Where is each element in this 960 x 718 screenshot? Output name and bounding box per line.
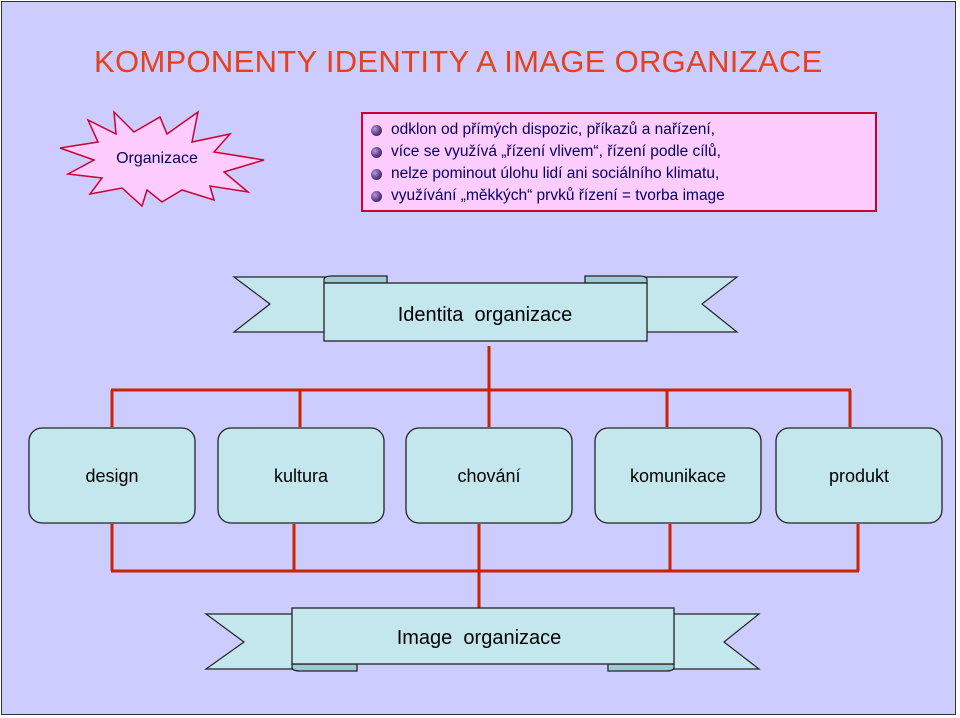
bullet-dot-icon <box>371 124 382 136</box>
bullet-dot-icon <box>371 190 382 202</box>
identity-banner-label: Identita organizace <box>398 304 573 326</box>
component-boxes: design kultura chování komunikace produk… <box>28 427 943 524</box>
identity-banner-center <box>323 282 648 342</box>
bullet-text: více se využívá „řízení vlivem“, řízení … <box>391 143 721 160</box>
component-box-chovani <box>405 427 573 524</box>
component-box-kultura <box>217 427 385 524</box>
identity-banner: Identita organizace <box>232 275 739 342</box>
bullet-text: využívání „měkkých“ prvků řízení = tvorb… <box>391 187 725 204</box>
bullet-box: odklon od přímých dispozic, příkazů a na… <box>361 112 877 212</box>
bullet-item: nelze pominout úlohu lidí ani sociálního… <box>371 163 875 185</box>
component-label-chovani: chování <box>457 466 520 486</box>
image-banner-left-fold <box>291 663 358 672</box>
component-box-produkt <box>775 427 943 524</box>
organizace-starburst <box>59 110 265 208</box>
top-connectors <box>110 346 852 427</box>
bullet-text: odklon od přímých dispozic, příkazů a na… <box>391 121 715 138</box>
image-banner: Image organizace <box>204 607 761 672</box>
starburst-label: Organizace <box>116 150 198 167</box>
component-box-design <box>28 427 196 524</box>
bullet-item: využívání „měkkých“ prvků řízení = tvorb… <box>371 185 875 207</box>
bullet-dot-icon <box>371 146 382 158</box>
image-banner-center <box>291 607 675 665</box>
identity-banner-right-fold <box>584 275 648 284</box>
bullet-item: odklon od přímých dispozic, příkazů a na… <box>371 119 875 141</box>
component-label-kultura: kultura <box>274 466 329 486</box>
component-label-design: design <box>85 466 138 486</box>
component-label-komunikace: komunikace <box>630 466 726 486</box>
bullet-text: nelze pominout úlohu lidí ani sociálního… <box>391 165 720 182</box>
identity-banner-left-fold <box>323 275 388 284</box>
image-banner-right-fold <box>607 663 675 672</box>
component-box-komunikace <box>594 427 762 524</box>
bottom-connectors <box>110 524 860 608</box>
component-label-produkt: produkt <box>829 466 889 486</box>
bullet-dot-icon <box>371 168 382 180</box>
slide-title: KOMPONENTY IDENTITY A IMAGE ORGANIZACE <box>94 44 823 79</box>
bullet-item: více se využívá „řízení vlivem“, řízení … <box>371 141 875 163</box>
image-banner-label: Image organizace <box>397 627 562 649</box>
